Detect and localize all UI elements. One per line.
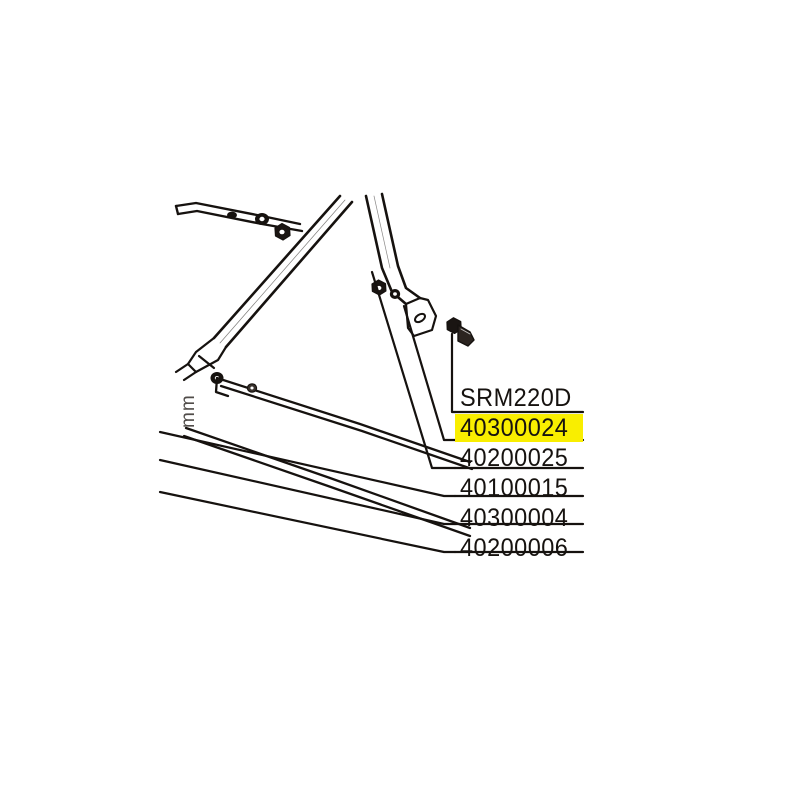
hex-bolt xyxy=(446,317,475,347)
tie-rod-collar xyxy=(246,383,258,393)
callout-label: 40200025 xyxy=(460,444,569,472)
callout-row-40200006[interactable]: 40200006 xyxy=(455,535,655,565)
strut-highlight xyxy=(219,199,346,344)
callout-row-srm220d[interactable]: SRM220D xyxy=(455,385,655,415)
long-tie-rod-upper xyxy=(214,376,474,471)
leader-40100015 xyxy=(158,430,585,498)
highlight-marker xyxy=(455,414,583,442)
upper-diagonal-strut xyxy=(212,194,354,349)
bracket-end-plate xyxy=(404,296,438,338)
callout-label: SRM220D xyxy=(460,384,572,412)
callout-label: 40300004 xyxy=(460,504,569,532)
callout-label: 40100015 xyxy=(460,474,569,502)
right-bracket-arm xyxy=(364,192,422,306)
rotated-dimension-note: mm xyxy=(178,394,199,428)
callout-row-40300024[interactable]: 40300024 xyxy=(455,414,655,445)
callout-label: 40300024 xyxy=(460,414,569,442)
callout-row-40200025[interactable]: 40200025 xyxy=(455,445,655,475)
callout-row-40300004[interactable]: 40300004 xyxy=(455,505,655,535)
callout-label-list: SRM220D 40300024 40200025 40100015 40300… xyxy=(455,385,655,565)
callout-row-40100015[interactable]: 40100015 xyxy=(455,475,655,505)
washer-nut-pair xyxy=(255,213,291,241)
leader-40200006 xyxy=(158,490,585,554)
arm-highlight xyxy=(373,195,391,269)
strut-lower-end xyxy=(174,336,228,382)
bracket-slot xyxy=(413,312,427,324)
leader-srm220d xyxy=(450,332,585,414)
bar-eyelet xyxy=(227,211,237,219)
leader-40300004 xyxy=(158,458,585,526)
callout-label: 40200006 xyxy=(460,534,569,562)
leader-40200025 xyxy=(370,270,585,470)
